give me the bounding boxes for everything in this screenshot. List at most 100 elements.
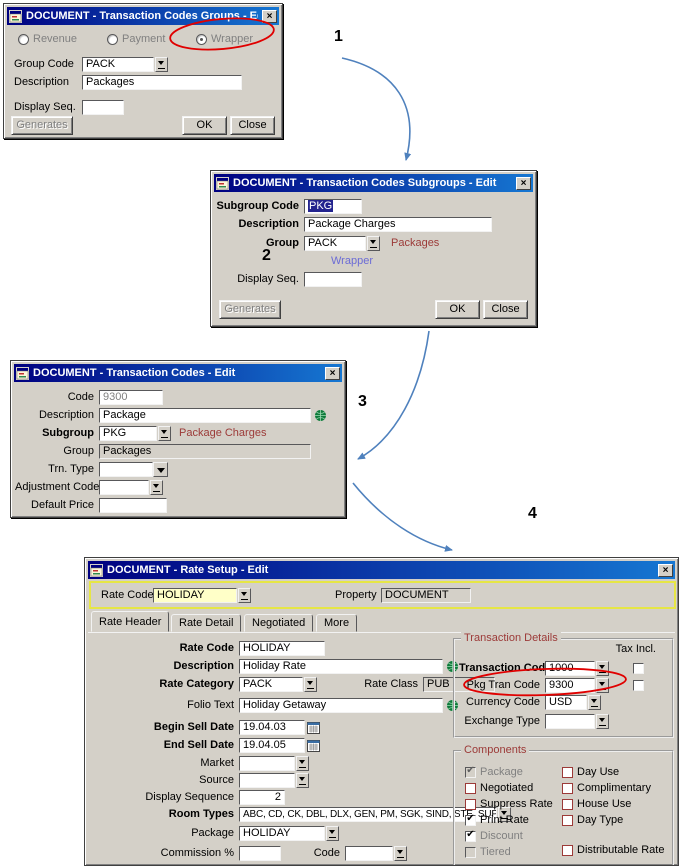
checkbox-suppress-rate[interactable]: Suppress Rate	[465, 796, 553, 812]
checkbox-tiered[interactable]: Tiered	[465, 844, 511, 860]
display-sequence-field[interactable]: 2	[239, 789, 285, 805]
calendar-icon[interactable]	[307, 739, 320, 752]
calendar-icon[interactable]	[307, 721, 320, 734]
group-code-field[interactable]: PACK	[82, 56, 154, 72]
checkbox-discount[interactable]: ✔ Discount	[465, 828, 523, 844]
tab-negotiated[interactable]: Negotiated	[244, 614, 314, 632]
exchange-type-lov-icon[interactable]	[596, 713, 609, 729]
description-field[interactable]: Package	[99, 407, 311, 423]
commission-field[interactable]	[239, 845, 281, 861]
checkbox-box[interactable]	[562, 798, 573, 810]
currency-code-field[interactable]: USD	[545, 694, 587, 710]
rate-category-field[interactable]: PACK	[239, 676, 303, 692]
checkbox-box[interactable]: ✔	[465, 813, 476, 826]
group-code-lov-icon[interactable]	[155, 56, 168, 72]
rate-code-field[interactable]: HOLIDAY	[153, 587, 237, 603]
close-button[interactable]: Close	[483, 300, 528, 319]
tab-more[interactable]: More	[316, 614, 358, 632]
subgroup-code-field[interactable]: PKG	[304, 198, 362, 214]
package-field[interactable]: HOLIDAY	[239, 825, 325, 841]
checkbox-day-use[interactable]: Day Use	[562, 764, 619, 780]
checkbox-box[interactable]	[562, 844, 573, 856]
default-price-field[interactable]	[99, 497, 167, 513]
radio-revenue[interactable]: Revenue	[18, 31, 77, 47]
radio-label: Revenue	[33, 33, 78, 45]
adjustment-code-field[interactable]	[99, 479, 149, 495]
rate-code-field[interactable]: HOLIDAY	[239, 640, 325, 656]
close-icon[interactable]: ×	[325, 366, 340, 380]
close-icon[interactable]: ×	[658, 563, 673, 577]
market-lov-icon[interactable]	[296, 755, 309, 771]
display-seq-field[interactable]	[304, 271, 362, 287]
tab-rate-header[interactable]: Rate Header	[91, 611, 170, 632]
rate-code-lov-icon[interactable]	[238, 587, 251, 603]
checkbox-print-rate[interactable]: ✔ Print Rate	[465, 812, 529, 828]
description-field[interactable]: Holiday Rate	[239, 658, 443, 674]
pkg-tran-code-lov-icon[interactable]	[596, 677, 609, 693]
currency-code-lov-icon[interactable]	[588, 694, 601, 710]
market-field[interactable]	[239, 755, 295, 771]
close-icon[interactable]: ×	[262, 9, 277, 23]
ok-button[interactable]: OK	[182, 116, 227, 135]
subgroup-field[interactable]: PKG	[99, 425, 157, 441]
code-field[interactable]: 9300	[99, 389, 163, 405]
generates-button[interactable]: Generates	[11, 116, 73, 135]
checkbox-package[interactable]: ✔ Package	[465, 764, 523, 780]
pkg-tran-code-tax-incl-checkbox[interactable]	[633, 679, 644, 691]
transaction-code-tax-incl-checkbox[interactable]	[633, 662, 644, 674]
begin-sell-date-field[interactable]: 19.04.03	[239, 719, 305, 735]
radio-circle[interactable]	[107, 33, 118, 45]
radio-circle[interactable]	[18, 33, 29, 45]
trn-type-select[interactable]	[99, 461, 153, 477]
transaction-code-field[interactable]: 1000	[545, 660, 595, 676]
description-field[interactable]: Packages	[82, 74, 242, 90]
exchange-type-field[interactable]	[545, 713, 595, 729]
radio-payment[interactable]: Payment	[107, 31, 165, 47]
globe-icon[interactable]	[446, 699, 459, 712]
checkbox-negotiated[interactable]: Negotiated	[465, 780, 533, 796]
display-seq-field[interactable]	[82, 99, 124, 115]
group-code-label: Group Code	[14, 58, 74, 70]
titlebar: DOCUMENT - Transaction Codes - Edit ×	[14, 364, 342, 382]
globe-icon[interactable]	[314, 409, 327, 422]
checkbox-box[interactable]	[465, 846, 476, 858]
folio-text-field[interactable]: Holiday Getaway	[239, 697, 443, 713]
adjustment-code-lov-icon[interactable]	[150, 479, 163, 495]
checkbox-complimentary[interactable]: Complimentary	[562, 780, 651, 796]
checkbox-box[interactable]	[465, 798, 476, 810]
group-field[interactable]: PACK	[304, 235, 366, 251]
tab-rate-detail[interactable]: Rate Detail	[171, 614, 242, 632]
package-lov-icon[interactable]	[326, 825, 339, 841]
checkbox-house-use[interactable]: House Use	[562, 796, 631, 812]
globe-icon[interactable]	[446, 660, 459, 673]
checkbox-box[interactable]: ✔	[465, 829, 476, 842]
description-field[interactable]: Package Charges	[304, 216, 492, 232]
generates-button[interactable]: Generates	[219, 300, 281, 319]
checkbox-box[interactable]: ✔	[465, 765, 476, 778]
components-group: Components ✔ Package Day Use Negotiated …	[453, 744, 674, 865]
room-types-field[interactable]: ABC, CD, CK, DBL, DLX, GEN, PM, SGK, SIN…	[239, 806, 497, 822]
radio-circle[interactable]	[196, 33, 207, 45]
source-lov-icon[interactable]	[296, 772, 309, 788]
checkbox-box[interactable]	[562, 782, 573, 794]
checkbox-distributable-rate[interactable]: Distributable Rate	[562, 842, 664, 858]
ok-button[interactable]: OK	[435, 300, 480, 319]
chevron-down-icon[interactable]	[153, 461, 168, 477]
commission-code-lov-icon[interactable]	[394, 845, 407, 861]
pkg-tran-code-field[interactable]: 9300	[545, 677, 595, 693]
close-icon[interactable]: ×	[516, 176, 531, 190]
close-button[interactable]: Close	[230, 116, 275, 135]
radio-wrapper[interactable]: Wrapper	[196, 31, 253, 47]
checkbox-box[interactable]	[465, 782, 476, 794]
room-types-lov-icon[interactable]	[498, 806, 511, 822]
group-lov-icon[interactable]	[367, 235, 380, 251]
end-sell-date-field[interactable]: 19.04.05	[239, 737, 305, 753]
subgroup-lov-icon[interactable]	[158, 425, 171, 441]
rate-category-lov-icon[interactable]	[304, 676, 317, 692]
source-field[interactable]	[239, 772, 295, 788]
transaction-code-lov-icon[interactable]	[596, 660, 609, 676]
commission-code-field[interactable]	[345, 845, 393, 861]
checkbox-box[interactable]	[562, 814, 573, 826]
checkbox-box[interactable]	[562, 766, 573, 778]
checkbox-day-type[interactable]: Day Type	[562, 812, 623, 828]
